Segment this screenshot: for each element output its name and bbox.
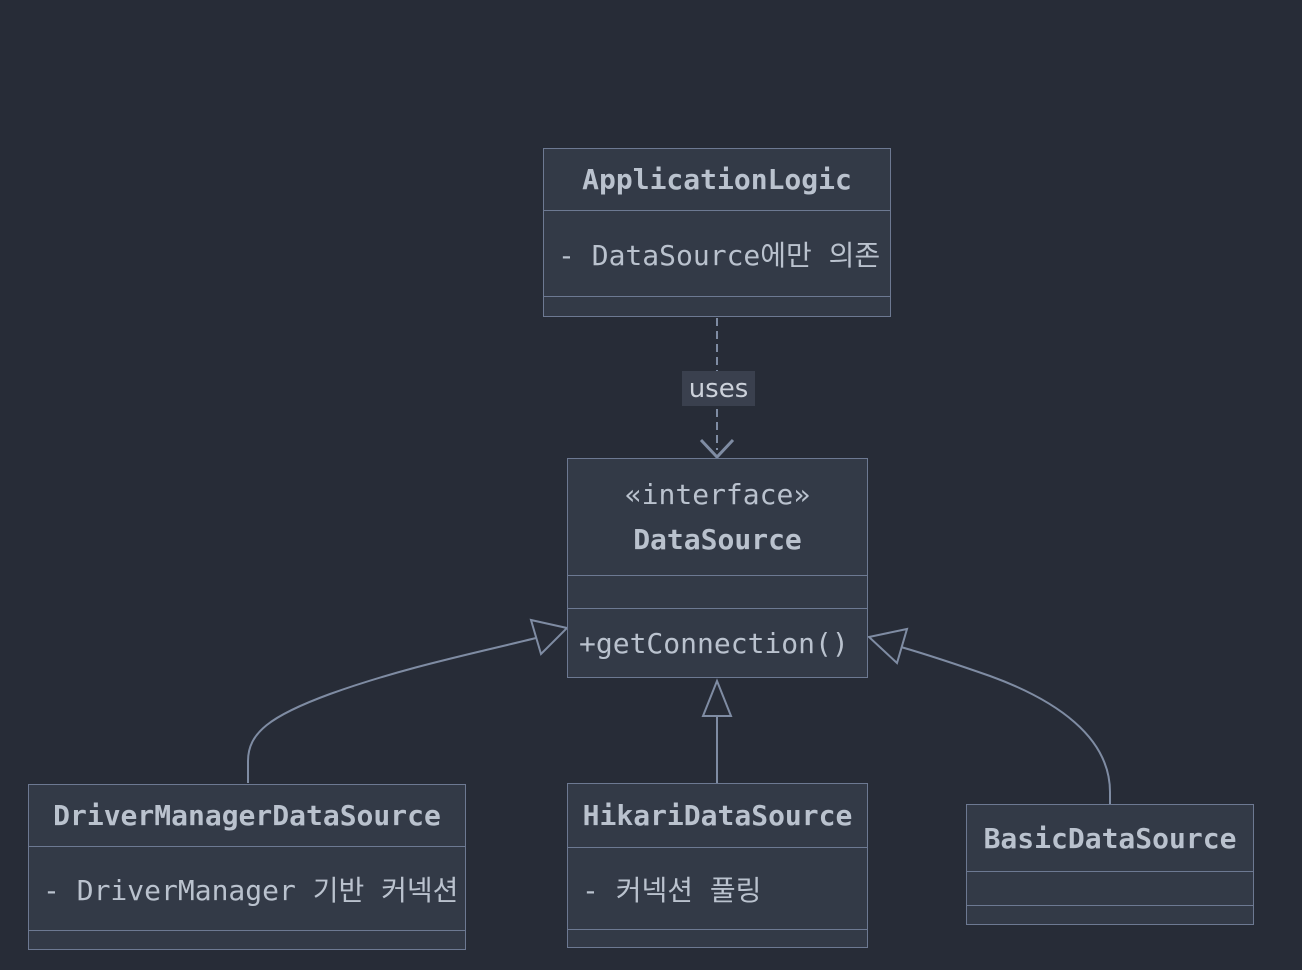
class-methods-empty (29, 930, 465, 949)
class-method: +getConnection() (579, 626, 849, 660)
class-title: BasicDataSource (967, 805, 1253, 871)
realization-edge-basic (900, 646, 1111, 804)
class-stereotype-label: «interface» (624, 478, 811, 511)
class-node-drivermanagerdatasource: DriverManagerDataSource - DriverManager … (28, 784, 466, 950)
class-node-hikaridatasource: HikariDataSource - 커넥션 풀링 (567, 783, 868, 948)
class-attributes: - DriverManager 기반 커넥션 (29, 846, 465, 930)
class-attributes: - 커넥션 풀링 (568, 847, 867, 929)
class-attribute: - 커넥션 풀링 (582, 873, 762, 907)
edge-label-uses: uses (682, 371, 755, 406)
class-title: HikariDataSource (568, 784, 867, 847)
class-node-basicdatasource: BasicDataSource (966, 804, 1254, 925)
class-name-label: BasicDataSource (983, 821, 1237, 855)
class-title: DriverManagerDataSource (29, 785, 465, 846)
open-arrowhead-icon (699, 438, 735, 460)
realization-edge-drivermanager (247, 637, 537, 783)
class-attribute: - DriverManager 기반 커넥션 (43, 873, 459, 907)
class-methods-empty (544, 296, 890, 316)
class-name-label: DataSource (633, 523, 802, 556)
hollow-triangle-arrowhead-icon (866, 627, 909, 665)
class-attributes-empty (967, 871, 1253, 905)
class-methods-empty (967, 905, 1253, 924)
class-methods-empty (568, 929, 867, 947)
class-name-label: DriverManagerDataSource (53, 799, 441, 832)
class-attributes-empty (568, 575, 867, 608)
hollow-triangle-arrowhead-icon (529, 618, 569, 656)
class-attribute: - DataSource에만 의존 (558, 238, 881, 272)
class-name-label: HikariDataSource (582, 799, 853, 832)
class-name-label: ApplicationLogic (582, 163, 852, 196)
class-title: «interface» DataSource (568, 459, 867, 575)
class-methods: +getConnection() (568, 608, 867, 677)
class-node-datasource: «interface» DataSource +getConnection() (567, 458, 868, 678)
hollow-triangle-arrowhead-icon (701, 678, 733, 717)
class-attributes: - DataSource에만 의존 (544, 210, 890, 296)
class-title: ApplicationLogic (544, 149, 890, 210)
class-node-applicationlogic: ApplicationLogic - DataSource에만 의존 (543, 148, 891, 317)
